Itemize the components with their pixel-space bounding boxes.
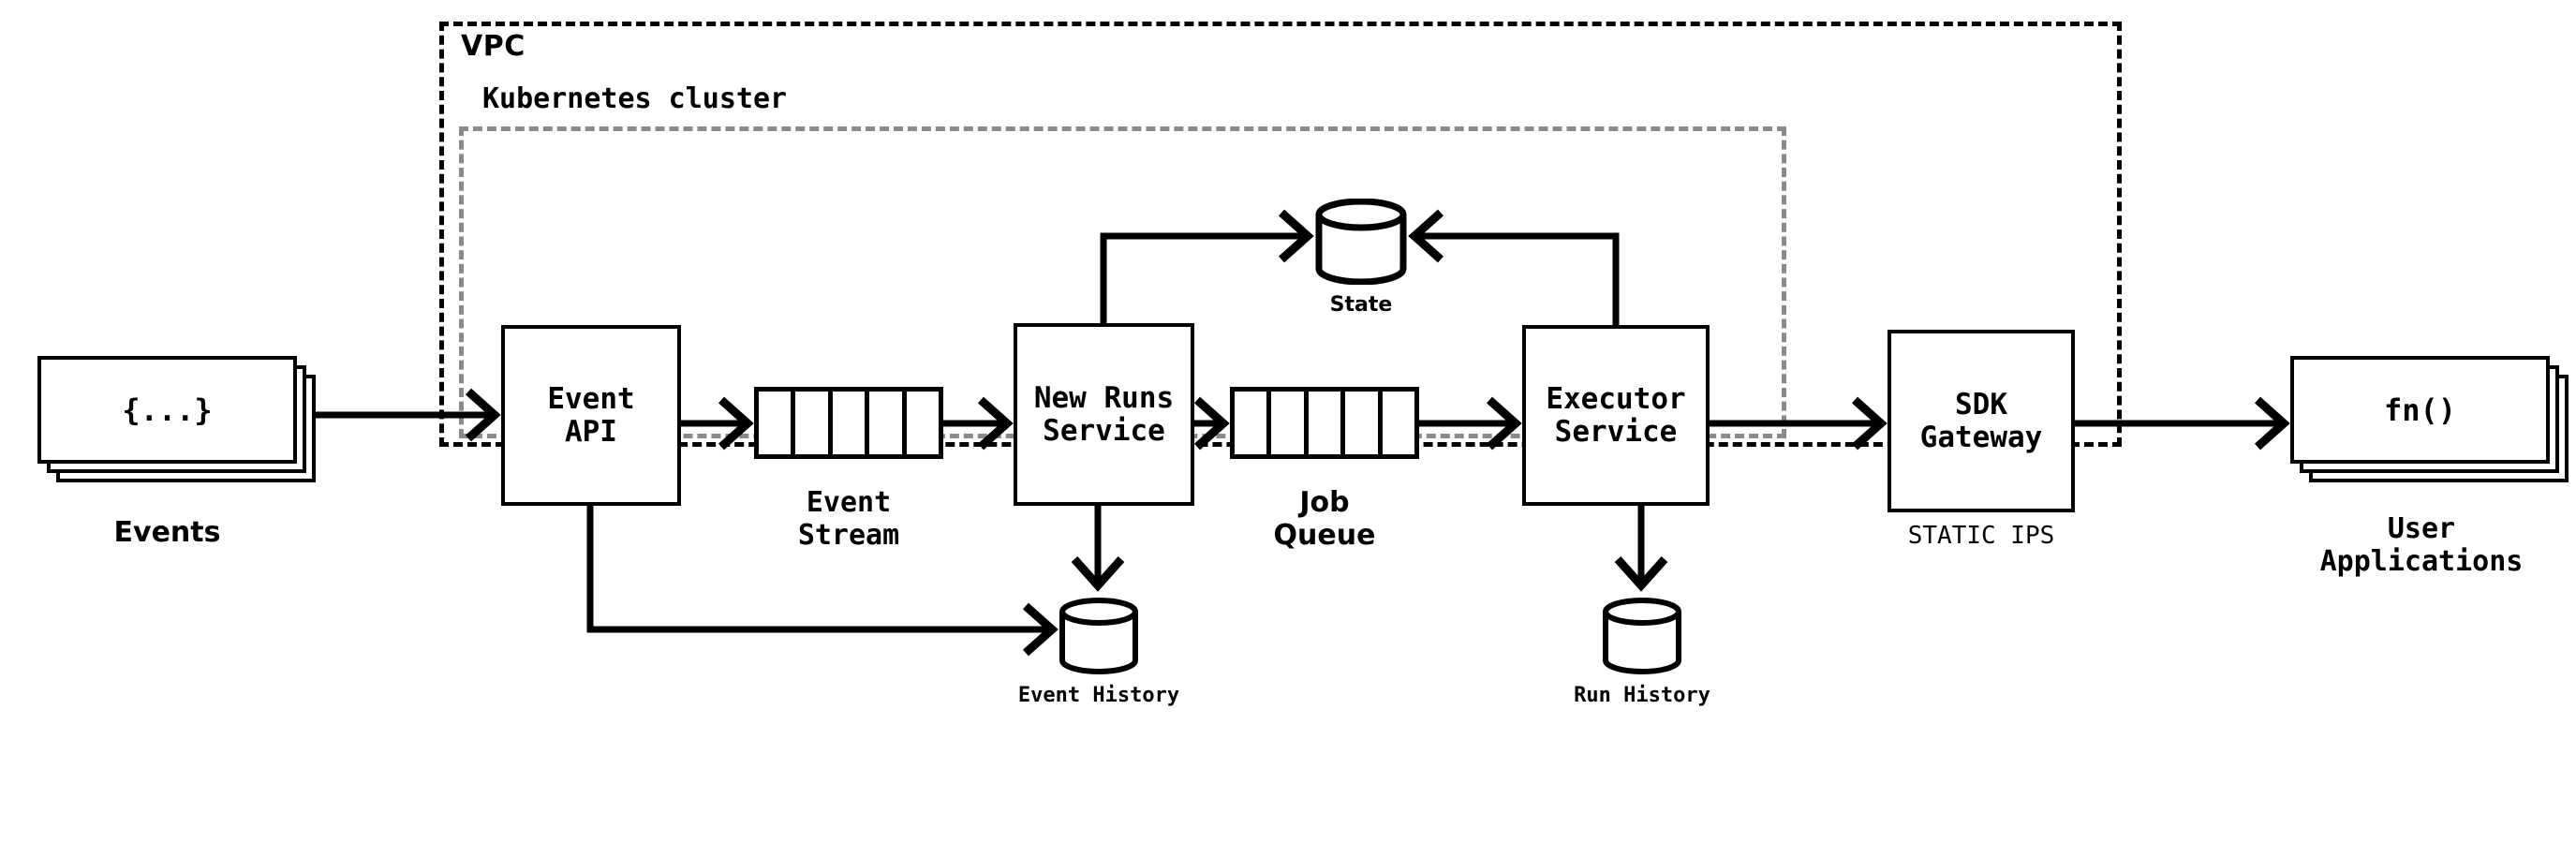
database-cylinder-icon <box>1059 598 1138 674</box>
node-events[interactable]: {...} <box>37 356 316 482</box>
node-event-api[interactable]: Event API <box>501 325 681 506</box>
events-card-front: {...} <box>37 356 297 464</box>
events-caption: Events <box>113 516 221 549</box>
sdk-gateway-caption: STATIC IPS <box>1907 522 2055 550</box>
node-event-history[interactable] <box>1059 598 1139 674</box>
user-app-card-label: fn() <box>2383 392 2457 428</box>
job-queue-cell <box>1235 392 1272 454</box>
zone-kubernetes-cluster-label: Kubernetes cluster <box>482 82 788 115</box>
user-applications-caption: User Applications <box>2319 512 2524 578</box>
event-stream-cell <box>795 392 833 454</box>
events-card-label: {...} <box>122 392 213 428</box>
node-event-stream[interactable] <box>754 387 943 459</box>
user-app-card-front: fn() <box>2290 356 2550 464</box>
event-stream-cell <box>759 392 796 454</box>
state-caption: State <box>1329 293 1393 317</box>
job-queue-caption: Job Queue <box>1273 486 1376 552</box>
node-state[interactable] <box>1314 199 1408 285</box>
node-executor-service[interactable]: Executor Service <box>1522 325 1710 506</box>
node-job-queue[interactable] <box>1230 387 1419 459</box>
node-user-applications[interactable]: fn() <box>2290 356 2569 482</box>
database-cylinder-icon <box>1315 199 1407 285</box>
run-history-caption: Run History <box>1574 684 1710 707</box>
event-stream-caption: Event Stream <box>797 486 900 552</box>
job-queue-cell <box>1383 392 1414 454</box>
event-stream-cell <box>869 392 907 454</box>
database-cylinder-icon <box>1603 598 1681 674</box>
node-run-history[interactable] <box>1602 598 1682 674</box>
node-new-runs-service[interactable]: New Runs Service <box>1014 323 1194 506</box>
event-stream-cell <box>833 392 870 454</box>
event-history-caption: Event History <box>1017 684 1180 707</box>
job-queue-cell <box>1271 392 1309 454</box>
job-queue-cell <box>1309 392 1346 454</box>
node-sdk-gateway[interactable]: SDK Gateway <box>1888 330 2075 512</box>
event-stream-cell <box>907 392 939 454</box>
job-queue-cell <box>1345 392 1383 454</box>
zone-vpc-label: VPC <box>461 30 526 63</box>
